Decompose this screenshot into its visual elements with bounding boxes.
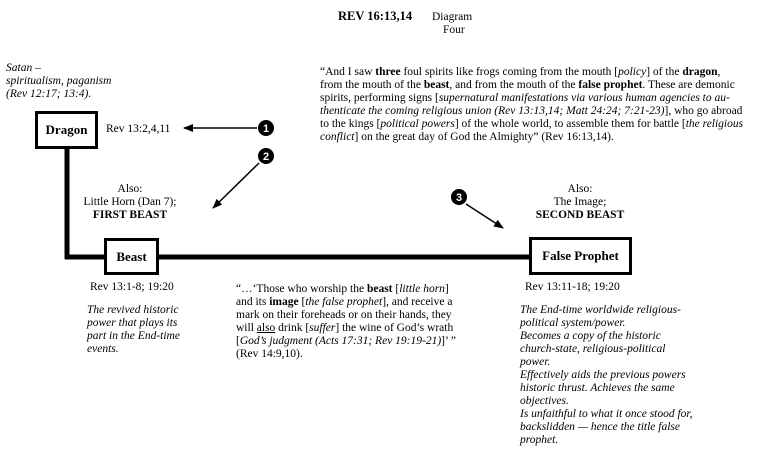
false-prophet-box: False Prophet (529, 237, 632, 275)
arrow-3 (465, 203, 504, 229)
satan-line-2: spiritualism, paganism (6, 75, 112, 87)
satan-line-1: Satan – (6, 62, 41, 74)
marker-2-text: 2 (263, 151, 269, 163)
dragon-box: Dragon (35, 111, 98, 149)
diagram-label: Diagram (432, 11, 473, 23)
beast-box: Beast (104, 238, 159, 275)
satan-note: Satan – spiritualism, paganism (Rev 12:1… (6, 62, 111, 101)
quote-rev-14: “…‘Those who worship the beast [little h… (236, 283, 456, 360)
quote-rev-16: “And I saw three foul spirits like frogs… (320, 66, 744, 143)
false-prophet-description: The End-time worldwide religious- politi… (520, 304, 693, 446)
beast-description: The revived historic power that plays it… (87, 304, 180, 355)
false-prophet-label: False Prophet (542, 248, 619, 263)
second-beast-caption: Also: The Image; SECOND BEAST (535, 183, 625, 221)
page-title: REV 16:13,14 (338, 9, 413, 23)
first-beast-caption: Also: Little Horn (Dan 7); FIRST BEAST (83, 183, 177, 221)
false-prophet-ref: Rev 13:11-18; 19:20 (525, 281, 620, 293)
marker-3: 3 (451, 189, 467, 205)
marker-3-text: 3 (456, 192, 462, 204)
beast-ref: Rev 13:1-8; 19:20 (90, 281, 174, 293)
marker-1-text: 1 (263, 123, 269, 135)
satan-line-3: (Rev 12:17; 13:4). (6, 88, 92, 100)
beast-label: Beast (116, 248, 147, 264)
dragon-ref: Rev 13:2,4,11 (106, 123, 171, 135)
diagram-number: Four (443, 24, 465, 36)
marker-2: 2 (258, 148, 274, 164)
arrow-2 (212, 162, 260, 209)
dragon-label: Dragon (45, 122, 88, 137)
marker-1: 1 (258, 120, 274, 136)
